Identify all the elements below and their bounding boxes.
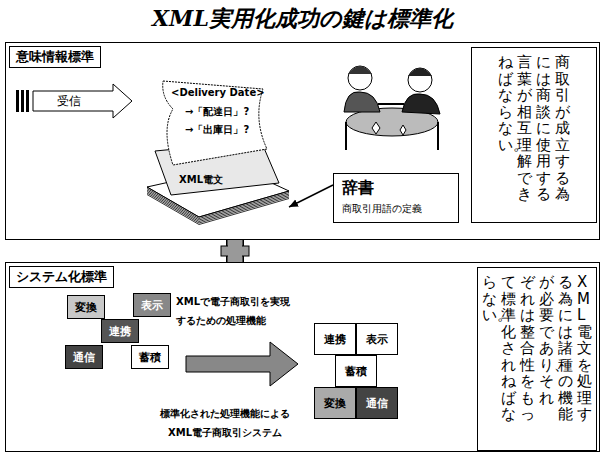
dictionary-title: 辞書: [342, 178, 450, 199]
document-field: <Delivery Date>: [171, 87, 265, 98]
section-panel: システム化標準変換表示連携蓄積通信連携表示蓄積変換通信XML電文を処理する為には…: [5, 262, 600, 452]
puzzle-piece: 通信: [65, 345, 103, 369]
receive-arrow: 受信: [15, 83, 133, 119]
transition-arrow: [186, 342, 298, 386]
joint-outline: [226, 240, 244, 262]
meeting-illustration: [344, 66, 440, 150]
document-field: →「配達日」?: [185, 105, 249, 119]
puzzle-piece: 通信: [356, 387, 398, 419]
section-panel: 意味情報標準受信 <Delivery Date> →「配達日」? →「出庫日」? XML…: [5, 42, 600, 240]
page-edge: [147, 195, 289, 225]
text-column: ぞれは整合性をもっ: [520, 274, 535, 423]
piece-label: 連携: [109, 324, 131, 339]
piece-label: 蓄積: [345, 364, 367, 379]
diagram-title: XML実用化成功の鍵は標準化: [0, 4, 605, 34]
puzzle-piece: 蓄積: [131, 345, 169, 369]
piece-label: 表示: [141, 298, 163, 313]
puzzle-piece: 表示: [133, 293, 171, 317]
section-heading: 意味情報標準: [9, 46, 101, 68]
text-column: て標準化されねばな: [501, 274, 516, 423]
front-page: [163, 81, 267, 165]
caption-label: XMLで電子商取引を実現 するための処理機能: [176, 292, 316, 330]
joint-fill: [228, 240, 243, 262]
dictionary-box: 辞書商取引用語の定義: [333, 173, 459, 223]
connector: [289, 185, 333, 207]
puzzle-piece: 連携: [314, 323, 356, 355]
puzzle-piece: 変換: [67, 295, 105, 319]
puzzle-piece: 蓄積: [335, 355, 377, 387]
note-box: 商取引が成立する為には商談に使用する言葉が相互理解できねばならない。: [471, 47, 597, 223]
text-column: らない。: [482, 274, 497, 423]
arrow-label: 受信: [57, 93, 81, 110]
dictionary-subtitle: 商取引用語の定義: [342, 202, 450, 216]
hatch-bar: [16, 90, 19, 112]
piece-label: 通信: [366, 396, 388, 411]
piece-label: 表示: [366, 332, 388, 347]
xml-document: <Delivery Date> →「配達日」? →「出庫日」? XML電文: [141, 79, 291, 225]
note-box: XML電文を処理する為には諸種の機能が必要であり、それぞれは整合性をもって標準化…: [477, 267, 597, 451]
puzzle-piece: 表示: [356, 323, 398, 355]
joint-knob-cover: [228, 239, 242, 263]
document-label: XML電文: [179, 173, 223, 187]
text-column: 言葉が相互理解でき: [517, 54, 532, 203]
piece-label: 通信: [73, 350, 95, 365]
text-column: ねばならない。: [498, 54, 513, 203]
vertical-note: XML電文を処理する為には諸種の機能が必要であり、それぞれは整合性をもって標準化…: [482, 274, 592, 423]
text-column: には商談に使用する: [536, 54, 551, 203]
page-edge: [147, 193, 289, 223]
text-column: XML電文を処理す: [577, 274, 592, 423]
text-column: る為には諸種の機能: [558, 274, 573, 423]
hatch-bar: [21, 90, 24, 112]
piece-label: 蓄積: [139, 350, 161, 365]
joint-knob: [221, 246, 249, 256]
document-field: →「出庫日」?: [185, 123, 249, 137]
text-column: が必要であり、それ: [539, 274, 554, 423]
piece-label: 変換: [324, 396, 346, 411]
piece-label: 変換: [75, 300, 97, 315]
connector: [221, 239, 249, 263]
document-shape: [141, 79, 291, 225]
arrow-outline: [33, 84, 132, 118]
section-heading: システム化標準: [9, 266, 114, 288]
hatch-bar: [26, 90, 29, 112]
piece-label: 連携: [324, 332, 346, 347]
puzzle-piece: 変換: [314, 387, 356, 419]
leader-arrow: [289, 185, 333, 207]
puzzle-piece: 連携: [101, 319, 139, 343]
caption-label: 標準化された処理機能による XML電子商取引システム: [150, 404, 300, 442]
text-column: 商取引が成立する為: [555, 54, 570, 203]
vertical-note: 商取引が成立する為には商談に使用する言葉が相互理解できねばならない。: [498, 54, 570, 203]
